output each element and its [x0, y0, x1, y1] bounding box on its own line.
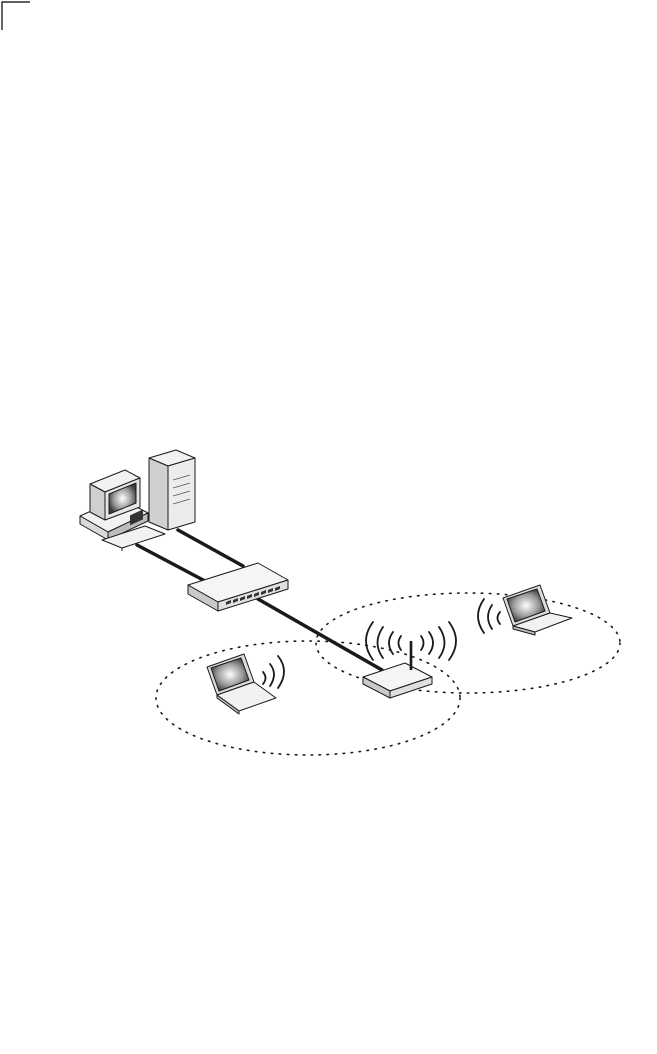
link-server-switch	[178, 530, 243, 566]
laptop-left-waves-icon	[263, 656, 284, 688]
network-switch-icon	[188, 563, 288, 611]
right-coverage-ellipse	[316, 593, 620, 693]
laptop-icon	[207, 654, 276, 714]
left-coverage-ellipse	[156, 641, 460, 755]
wired-links	[137, 530, 382, 670]
link-switch-access-point	[258, 599, 382, 670]
laptop-icon	[503, 585, 572, 635]
tower-server-icon	[149, 450, 195, 530]
laptop-right-waves-icon	[478, 599, 500, 633]
link-desktop-switch	[137, 545, 205, 581]
